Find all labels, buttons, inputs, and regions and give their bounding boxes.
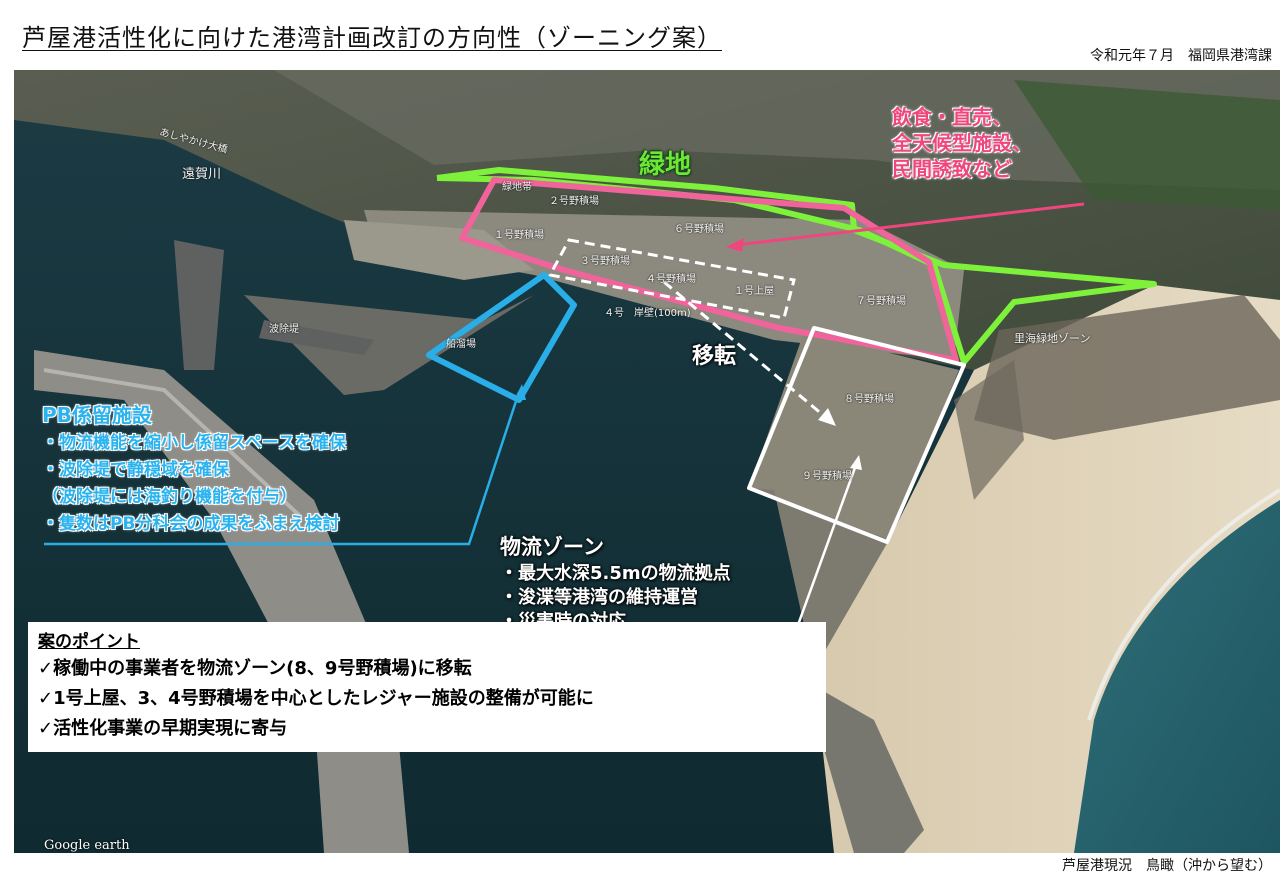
yard8-label: ８号野積場 bbox=[844, 394, 894, 405]
pb-title: PB係留施設 bbox=[42, 403, 152, 427]
yard3-label: ３号野積場 bbox=[580, 256, 630, 267]
yard2-label: ２号野積場 bbox=[549, 196, 599, 207]
aerial-scene bbox=[14, 70, 1280, 853]
pink-line-2: 全天候型施設、 bbox=[892, 131, 1032, 155]
logistics-title: 物流ゾーン bbox=[500, 535, 604, 559]
logistics-line-1: ・最大水深5.5mの物流拠点 bbox=[500, 563, 731, 584]
logistics-zone-text: 物流ゾーン ・最大水深5.5mの物流拠点 ・浚渫等港湾の維持運営 ・災害時の対応 bbox=[500, 532, 731, 634]
quay4-label: ４号 岸壁(100m) bbox=[604, 308, 691, 319]
page-title: 芦屋港活性化に向けた港湾計画改訂の方向性（ゾーニング案） bbox=[22, 24, 722, 52]
yard9-label: ９号野積場 bbox=[802, 471, 852, 482]
forest-area bbox=[1014, 80, 1280, 210]
pink-line-1: 飲食・直売、 bbox=[892, 105, 1012, 129]
logistics-zone-outline bbox=[747, 326, 966, 544]
port-yards bbox=[364, 210, 964, 360]
pink-line-3: 民間誘致など bbox=[892, 157, 1012, 181]
lattice-area bbox=[974, 295, 1280, 440]
yard6-label: ６号野積場 bbox=[674, 224, 724, 235]
plan-points-box: 案のポイント ✓稼働中の事業者を物流ゾーン(8、9号野積場)に移転 ✓1号上屋、… bbox=[28, 622, 826, 752]
point-item-1: ✓稼働中の事業者を物流ゾーン(8、9号野積場)に移転 bbox=[38, 658, 472, 679]
move-arrow bbox=[663, 280, 830, 422]
yard7-label: ７号野積場 bbox=[856, 296, 906, 307]
pink-zone-labels: 飲食・直売、 全天候型施設、 民間誘致など bbox=[892, 104, 1032, 182]
aerial-photo: あしやかけ大橋 遠賀川 緑地帯 １号野積場 ２号野積場 ３号野積場 ４号野積場 … bbox=[14, 70, 1280, 853]
organization-date: 令和元年７月 福岡県港湾課 bbox=[1090, 48, 1272, 64]
google-earth-logo: Google earth bbox=[44, 838, 130, 853]
ocean-waves bbox=[1074, 500, 1280, 853]
logistics-line-2: ・浚渫等港湾の維持運営 bbox=[500, 587, 698, 608]
photo-caption: 芦屋港現況 鳥瞰（沖から望む） bbox=[1062, 858, 1272, 874]
pb-line-4: ・隻数はPB分科会の成果をふまえ検討 bbox=[42, 514, 340, 534]
pb-zone-text: PB係留施設 ・物流機能を縮小し係留スペースを確保 ・波除堤で静穏域を確保 （波… bbox=[42, 400, 346, 538]
breakwater-label: 波除堤 bbox=[269, 324, 299, 335]
shelter-label: 船溜場 bbox=[446, 339, 476, 350]
points-heading: 案のポイント bbox=[38, 632, 140, 652]
yard4-label: ４号野積場 bbox=[646, 274, 696, 285]
pb-arrow bbox=[44, 391, 521, 546]
yard-8-9-block bbox=[749, 332, 959, 540]
left-pier bbox=[244, 295, 534, 395]
point-item-2: ✓1号上屋、3、4号野積場を中心としたレジャー施設の整備が可能に bbox=[38, 688, 594, 709]
pb-line-1: ・物流機能を縮小し係留スペースを確保 bbox=[42, 433, 346, 453]
green-zone-outline bbox=[436, 167, 1157, 365]
leisure-zone-dashed bbox=[547, 238, 796, 320]
move-label: 移転 bbox=[692, 344, 737, 369]
point-item-3: ✓活性化事業の早期実現に寄与 bbox=[38, 718, 288, 739]
pb-line-3: （波除堤には海釣り機能を付与） bbox=[42, 487, 297, 507]
green-strip-label: 緑地帯 bbox=[502, 182, 532, 193]
yard1-label: １号野積場 bbox=[494, 230, 544, 241]
green-zone-label: 緑地 bbox=[639, 150, 692, 180]
pb-line-2: ・波除堤で静穏域を確保 bbox=[42, 460, 229, 480]
pink-zone-outline bbox=[459, 177, 959, 363]
river-label: 遠賀川 bbox=[182, 167, 222, 182]
seaside-zone-label: 里海緑地ゾーン bbox=[1014, 332, 1091, 345]
pink-arrow bbox=[735, 202, 1085, 247]
shed1-label: １号上屋 bbox=[734, 286, 774, 297]
